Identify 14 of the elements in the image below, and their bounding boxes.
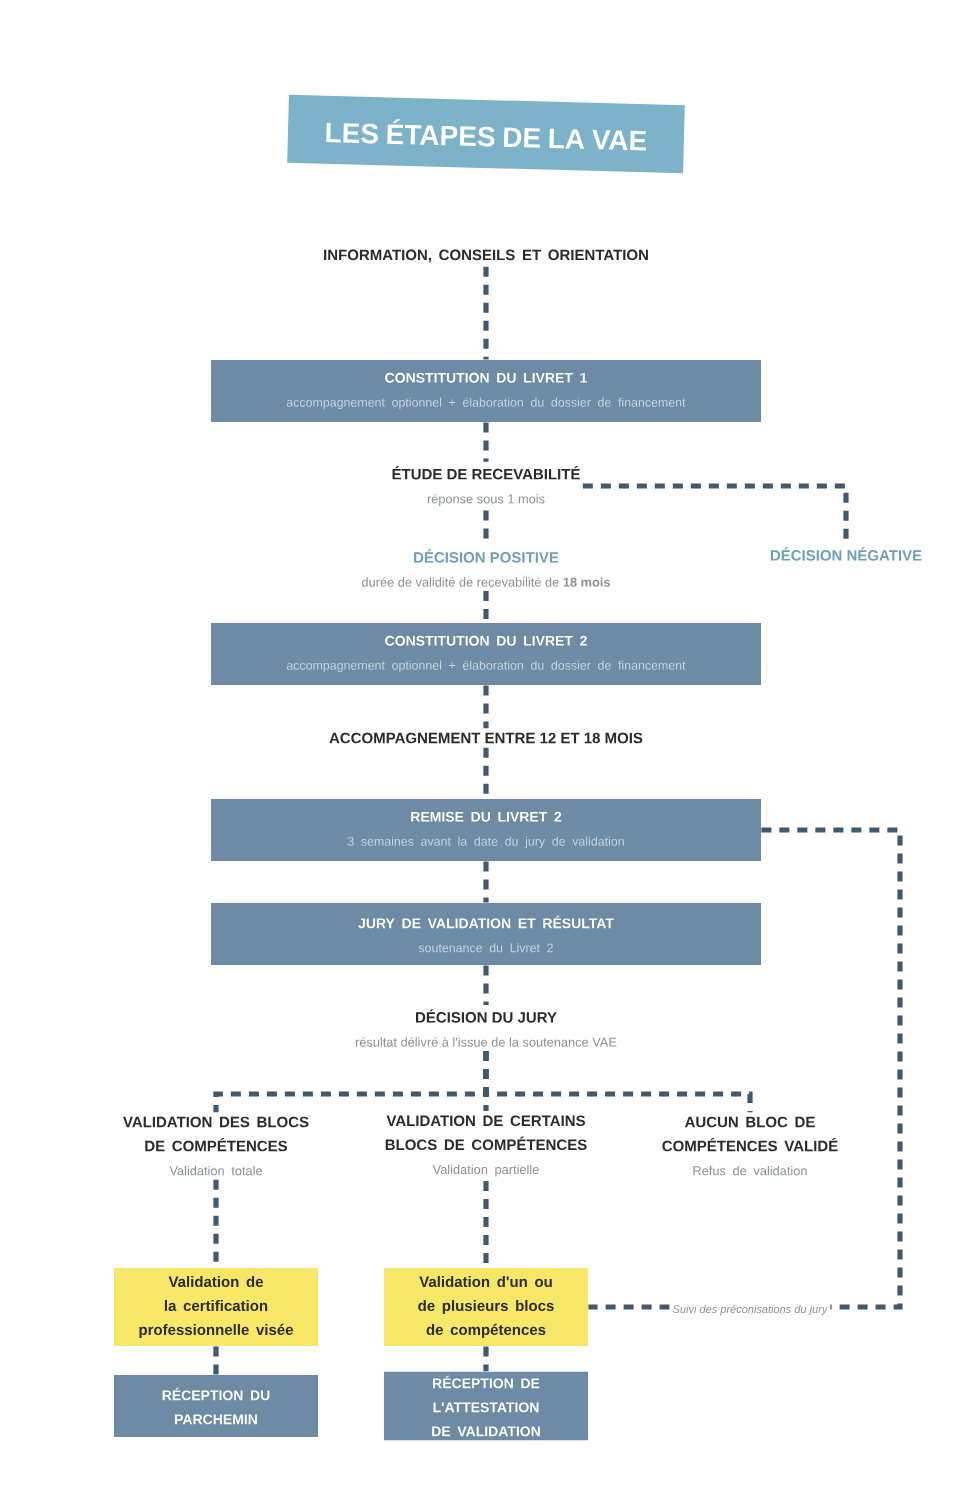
connector-line <box>483 266 489 360</box>
title-banner: LES ÉTAPES DE LA VAE <box>287 94 685 174</box>
connector-line <box>483 747 489 799</box>
connector-line <box>483 591 489 623</box>
connector-line <box>213 1179 219 1268</box>
connector-line <box>483 1180 489 1268</box>
connector-line <box>483 1346 489 1372</box>
connector-line <box>483 1051 753 1113</box>
connector-line <box>483 422 489 462</box>
connector-line <box>213 1346 219 1375</box>
connector-line <box>483 685 489 729</box>
connector-line <box>483 861 489 903</box>
connector-line <box>582 483 849 543</box>
connector-line <box>483 965 489 1005</box>
